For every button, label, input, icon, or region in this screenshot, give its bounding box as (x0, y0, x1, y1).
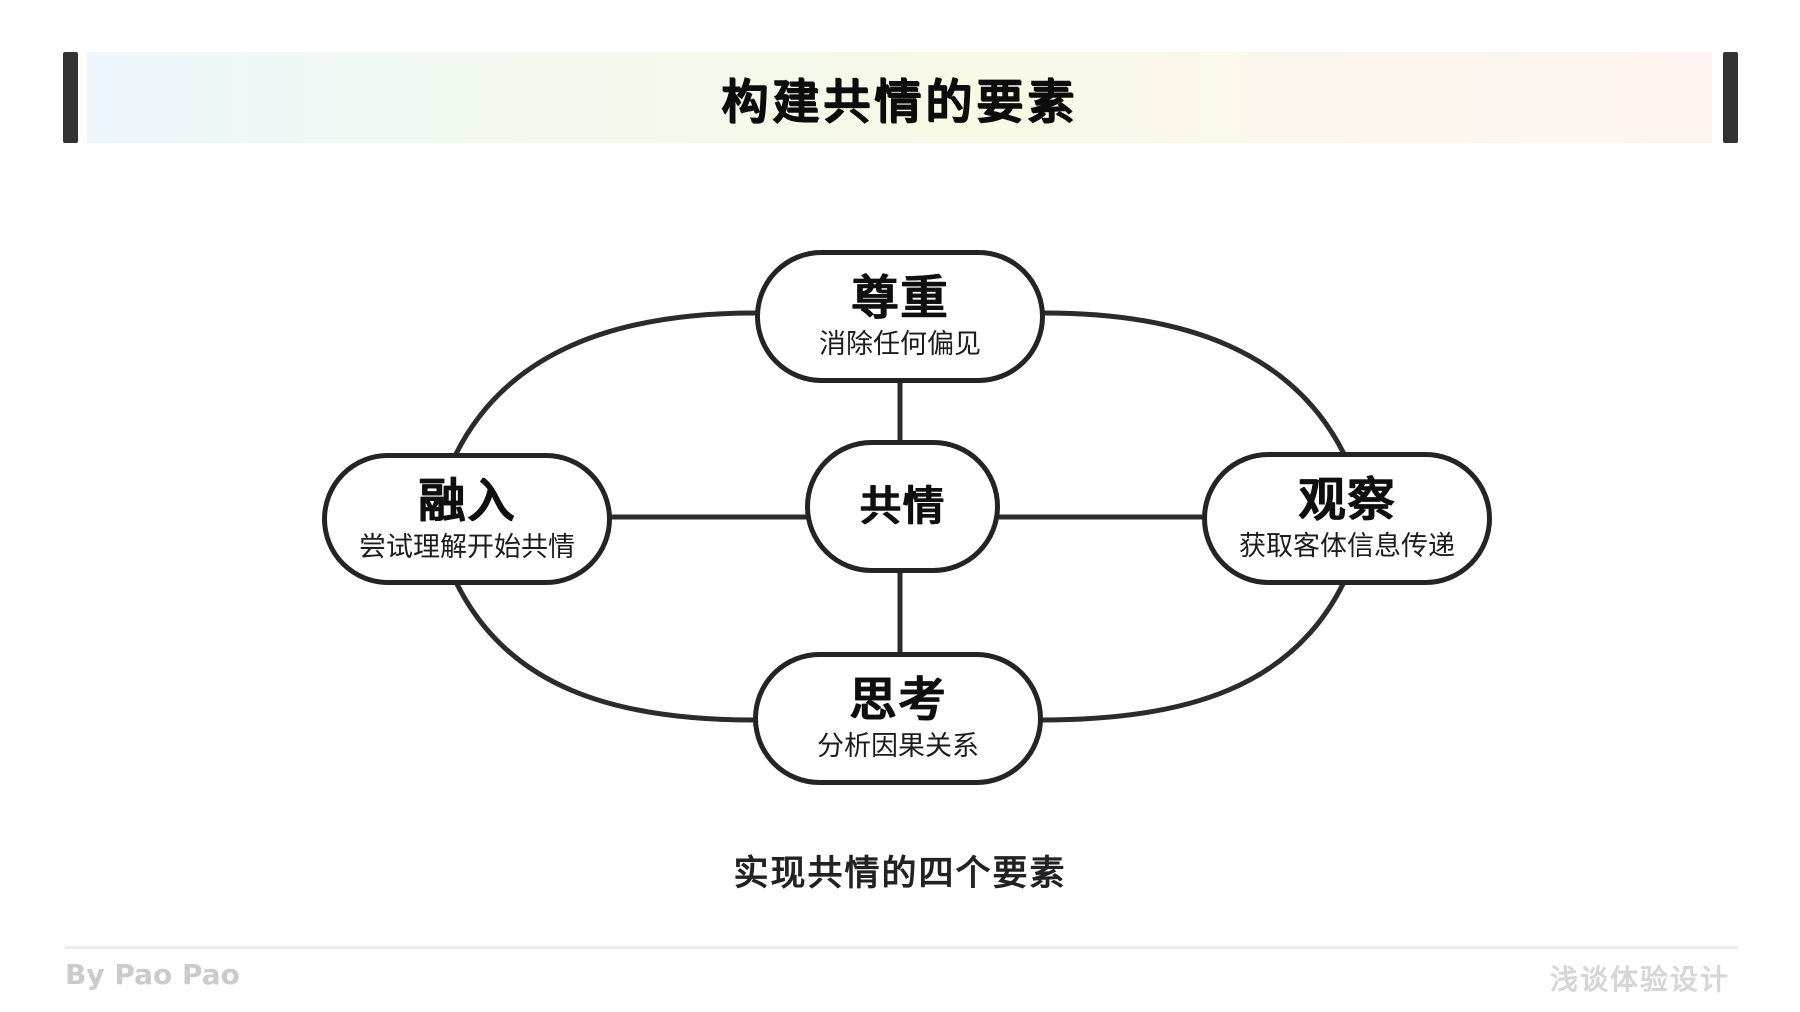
node-integrate: 融入 尝试理解开始共情 (322, 453, 612, 585)
node-respect-subtitle: 消除任何偏见 (819, 329, 981, 360)
node-integrate-subtitle: 尝试理解开始共情 (359, 531, 575, 563)
footer-author: By Pao Pao (65, 958, 240, 991)
node-empathy-center: 共情 (805, 440, 1000, 573)
diagram-caption: 实现共情的四个要素 (733, 854, 1067, 894)
edge-integrate-to-think (454, 581, 757, 723)
page-title: 构建共情的要素 (721, 75, 1078, 130)
node-think-subtitle: 分析因果关系 (817, 731, 979, 762)
node-observe-subtitle: 获取客体信息传递 (1239, 531, 1455, 562)
edge-observe-to-think (1039, 581, 1346, 723)
edge-respect-to-observe (1042, 310, 1347, 457)
node-think-title: 思考 (849, 673, 947, 728)
header-banner: 构建共情的要素 (87, 52, 1712, 143)
node-integrate-title: 融入 (418, 473, 516, 529)
node-empathy-title: 共情 (859, 482, 946, 530)
header-accent-bar-left (63, 52, 78, 143)
node-respect: 尊重 消除任何偏见 (755, 250, 1045, 383)
node-think: 思考 分析因果关系 (753, 652, 1043, 785)
node-respect-title: 尊重 (851, 271, 949, 326)
footer-divider (65, 946, 1738, 949)
footer-brand: 浅谈体验设计 (1549, 963, 1730, 996)
node-observe: 观察 获取客体信息传递 (1202, 452, 1492, 585)
header-accent-bar-right (1723, 52, 1738, 143)
edge-respect-to-integrate (453, 310, 758, 457)
node-observe-title: 观察 (1298, 473, 1396, 528)
